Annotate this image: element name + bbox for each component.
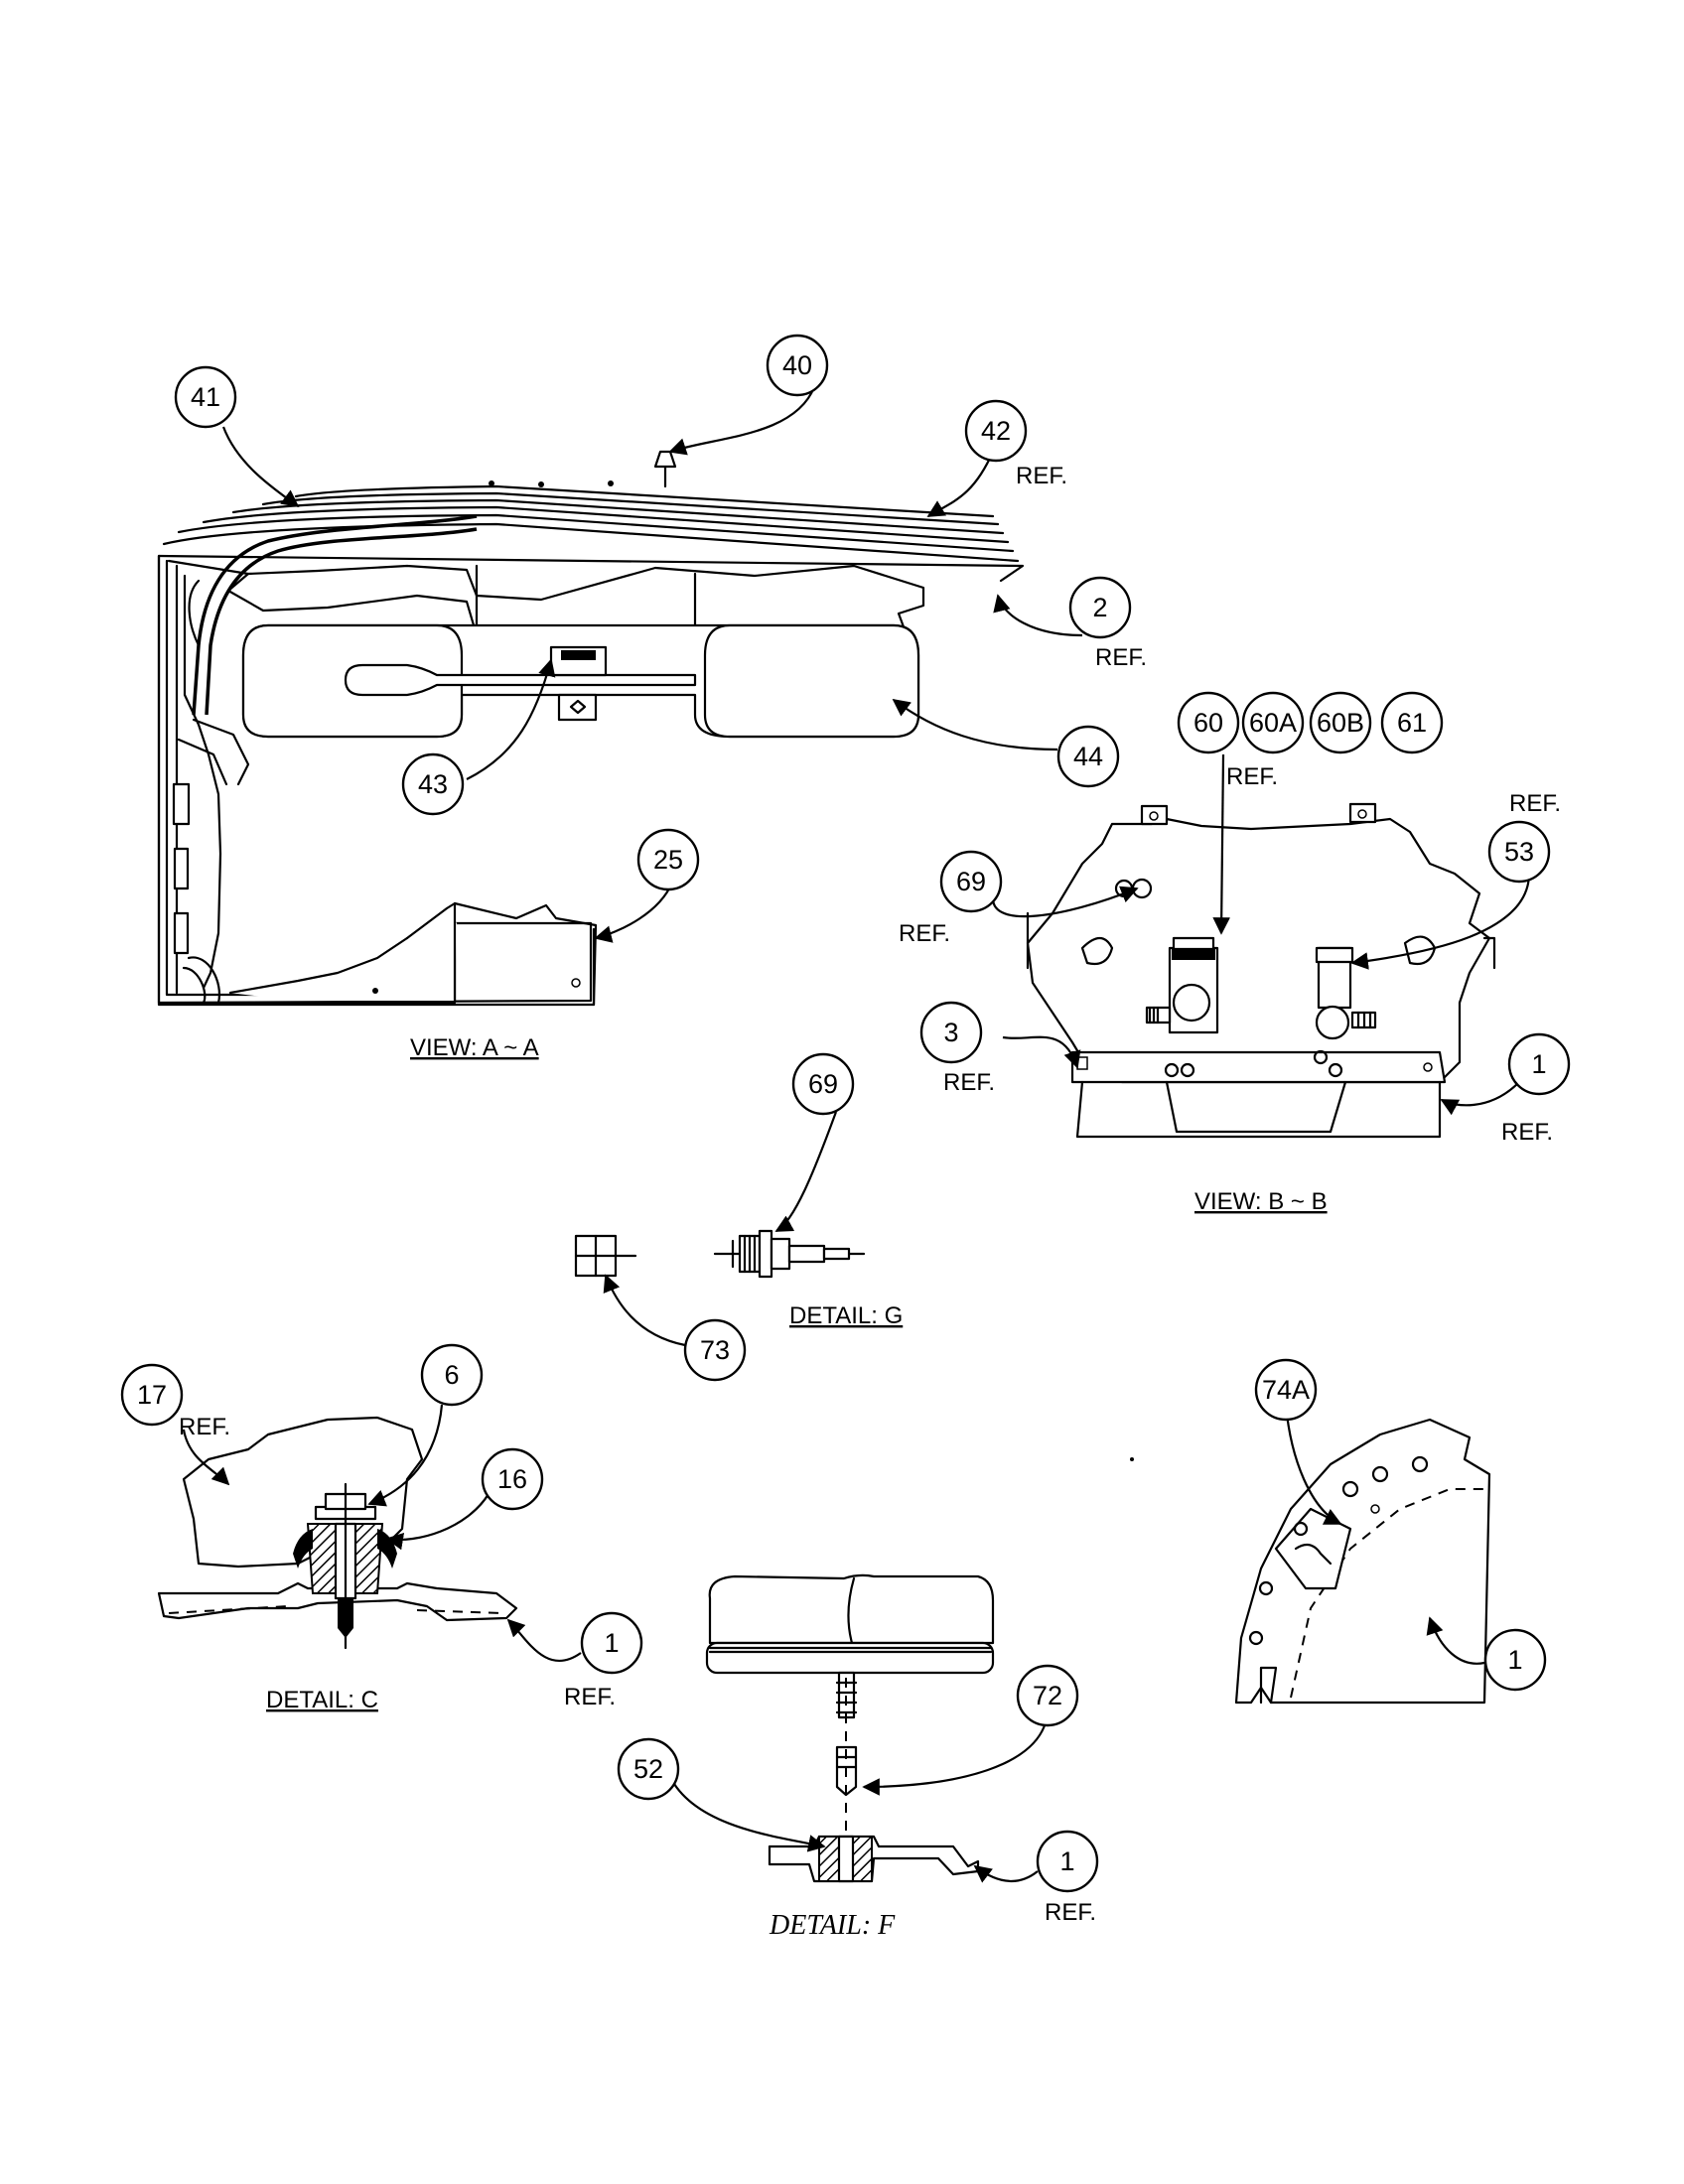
svg-text:42: 42	[981, 416, 1011, 446]
ref-label-17: REF.	[179, 1414, 230, 1440]
svg-text:41: 41	[191, 382, 220, 412]
detail-g-caption: DETAIL: G	[789, 1302, 903, 1329]
callout-72: 72	[1016, 1664, 1079, 1727]
callout-74a: 74A	[1254, 1358, 1318, 1422]
callout-60: 60	[1177, 691, 1240, 754]
callout-73: 73	[683, 1318, 747, 1382]
ref-label-60: REF.	[1226, 763, 1278, 790]
svg-text:60A: 60A	[1249, 708, 1297, 738]
callout-17: 17	[120, 1363, 184, 1427]
svg-text:43: 43	[418, 769, 448, 799]
svg-text:60: 60	[1193, 708, 1223, 738]
svg-text:73: 73	[700, 1335, 730, 1365]
ref-label-69: REF.	[899, 920, 950, 947]
svg-text:1: 1	[1507, 1645, 1522, 1675]
svg-text:25: 25	[653, 845, 683, 875]
callout-2: 2	[1068, 576, 1132, 639]
svg-text:61: 61	[1397, 708, 1427, 738]
svg-text:6: 6	[444, 1360, 459, 1390]
svg-text:40: 40	[782, 350, 812, 380]
detail-c-drawing	[157, 1416, 518, 1650]
callout-1-curved-panel: 1	[1483, 1628, 1547, 1692]
callout-1-view-b: 1	[1507, 1032, 1571, 1096]
detail-f-drawing	[705, 1573, 995, 1883]
svg-text:2: 2	[1092, 593, 1107, 622]
service-valve	[1145, 936, 1219, 1034]
svg-text:16: 16	[497, 1464, 527, 1494]
ref-label-2: REF.	[1095, 644, 1147, 671]
callout-1-detail-c: 1	[580, 1611, 643, 1675]
svg-text:53: 53	[1504, 837, 1534, 867]
svg-text:1: 1	[1059, 1846, 1074, 1876]
ref-label-53: REF.	[1509, 790, 1561, 817]
callout-6: 6	[420, 1343, 484, 1407]
detail-g-drawing	[574, 1229, 866, 1279]
callout-42: 42	[964, 399, 1028, 463]
callout-1-detail-f: 1	[1036, 1830, 1099, 1893]
callout-69-view-b: 69	[939, 850, 1003, 913]
svg-text:69: 69	[956, 867, 986, 896]
svg-text:69: 69	[808, 1069, 838, 1099]
left-tubing	[172, 514, 478, 1005]
svg-text:52: 52	[633, 1754, 663, 1784]
view-a-drawing	[157, 450, 1025, 1007]
callout-61: 61	[1380, 691, 1444, 754]
ref-label-1-detail-f: REF.	[1045, 1899, 1096, 1926]
view-b-drawing	[1026, 802, 1496, 1139]
detail-f-caption: DETAIL: F	[769, 1910, 896, 1941]
ref-label-42: REF.	[1016, 463, 1067, 489]
callout-52: 52	[617, 1737, 680, 1801]
callout-69-detail-g: 69	[791, 1052, 855, 1116]
svg-text:74A: 74A	[1262, 1375, 1310, 1405]
callout-25: 25	[636, 828, 700, 891]
ref-label-1-detail-c: REF.	[564, 1684, 616, 1710]
callout-53: 53	[1487, 820, 1551, 884]
callout-60a: 60A	[1241, 691, 1305, 754]
curved-panel-drawing	[1130, 1418, 1491, 1705]
callout-40: 40	[766, 334, 829, 397]
callout-60b: 60B	[1309, 691, 1372, 754]
leader-lines	[182, 386, 1531, 1883]
callout-16: 16	[481, 1447, 544, 1511]
svg-text:72: 72	[1033, 1681, 1062, 1710]
svg-text:3: 3	[943, 1018, 958, 1047]
callout-3: 3	[919, 1001, 983, 1064]
callout-43: 43	[401, 752, 465, 816]
view-a-caption: VIEW: A ~ A	[410, 1034, 539, 1061]
detail-c-caption: DETAIL: C	[266, 1687, 378, 1713]
ref-label-3: REF.	[943, 1069, 995, 1096]
service-valve-small	[1315, 946, 1377, 1040]
svg-text:1: 1	[604, 1628, 619, 1658]
callout-44: 44	[1056, 725, 1120, 788]
ref-label-1-view-b: REF.	[1501, 1119, 1553, 1146]
svg-text:44: 44	[1073, 742, 1103, 771]
fan-motor-assembly	[241, 623, 920, 739]
view-b-caption: VIEW: B ~ B	[1194, 1188, 1328, 1215]
svg-text:1: 1	[1531, 1049, 1546, 1079]
callout-41: 41	[174, 365, 237, 429]
svg-text:60B: 60B	[1317, 708, 1364, 738]
svg-text:17: 17	[137, 1380, 167, 1410]
